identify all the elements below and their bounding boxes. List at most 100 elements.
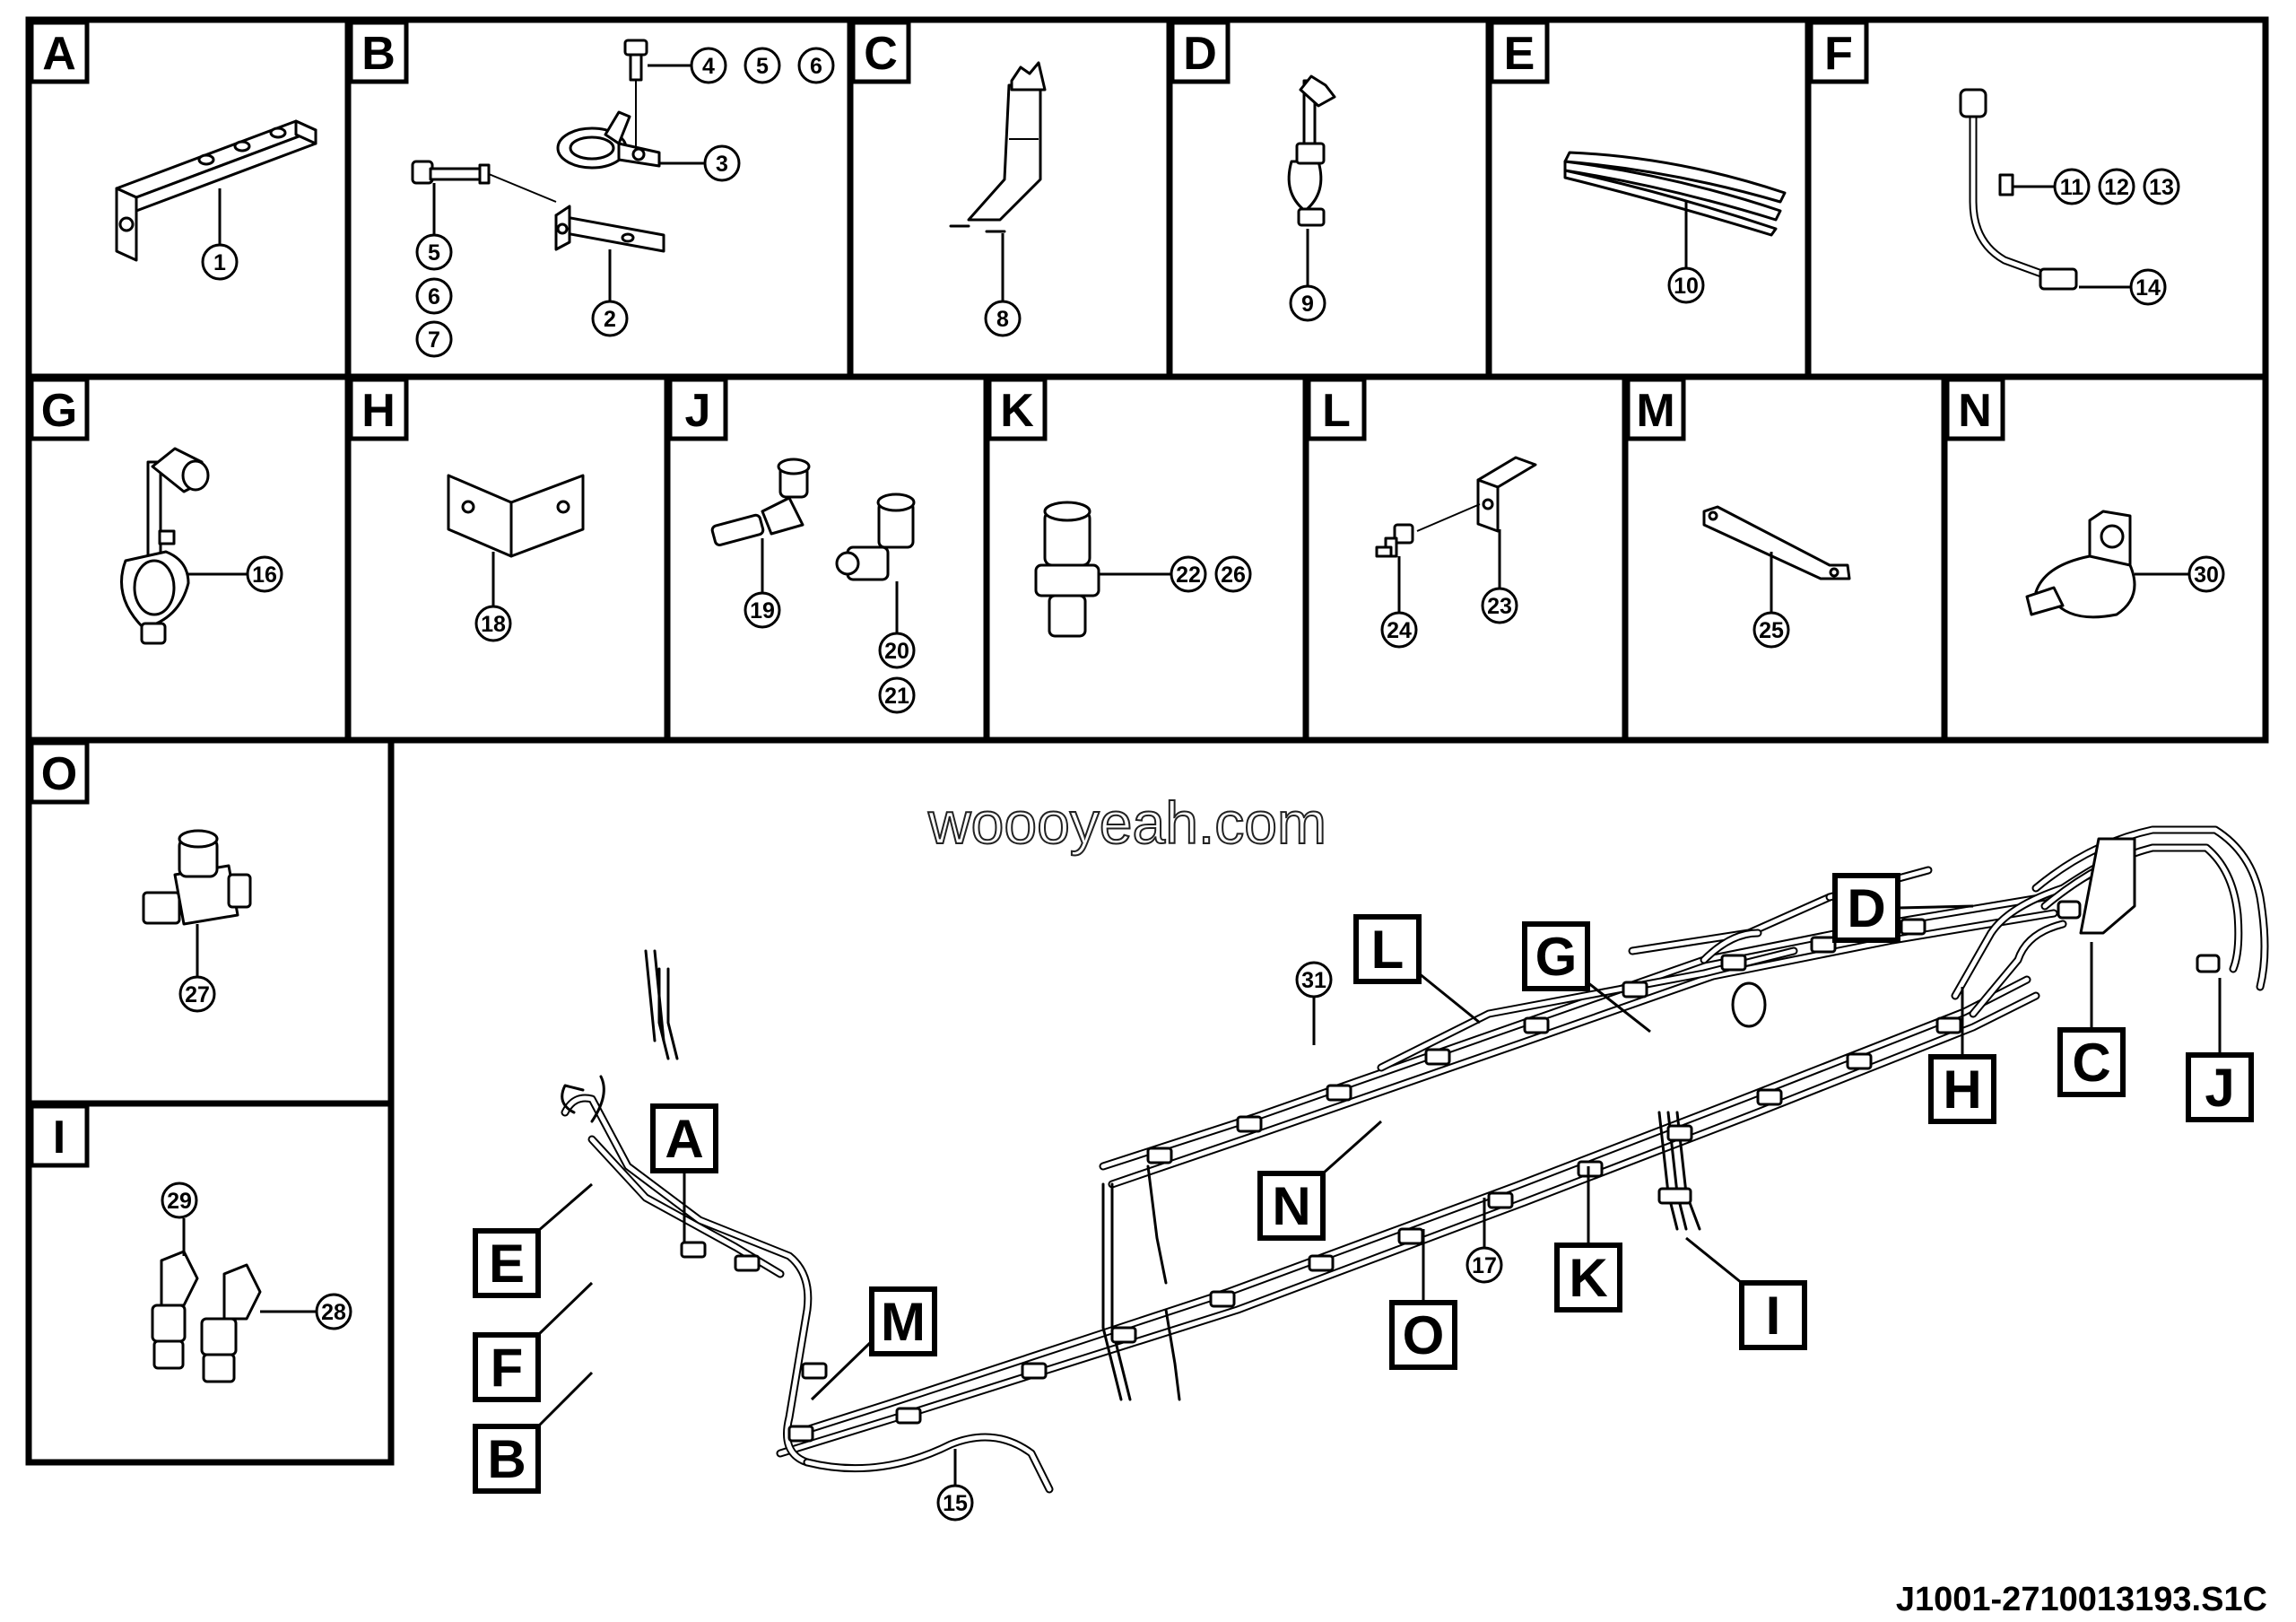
panel-k-parts: 22 26 (1034, 501, 1252, 638)
callout-26: 26 (1214, 555, 1252, 593)
callout-27: 27 (178, 975, 216, 1013)
callout-number: 29 (167, 1189, 192, 1214)
callout-number: 30 (2194, 562, 2219, 588)
callout-number: 16 (252, 562, 277, 588)
callout-15: 15 (936, 1484, 974, 1522)
bracket-part-18 (447, 474, 585, 558)
panel-tag-label: J (685, 385, 711, 437)
panel-tag-n: N (1944, 377, 2005, 441)
callout-number: 1 (213, 250, 226, 275)
panel-tag-label: O (41, 748, 77, 800)
callout-number: 28 (321, 1300, 346, 1325)
callout-25: 25 (1752, 611, 1790, 649)
callout-number: 19 (750, 598, 775, 624)
callout-1: 1 (201, 243, 239, 281)
callout-12: 12 (2098, 168, 2135, 205)
callout-number: 26 (1221, 562, 1246, 588)
assembly-tag-label: K (1569, 1248, 1607, 1308)
grommet-part-10 (1563, 151, 1787, 237)
elbow-part-29 (151, 1250, 199, 1370)
callout-number: 15 (943, 1491, 968, 1516)
assembly-tag-label: I (1766, 1286, 1781, 1346)
callout-24: 24 (1380, 611, 1418, 649)
callout-3: 3 (703, 144, 741, 182)
assembly-tag-i: I (1685, 1236, 1807, 1350)
hose-part-11 (1959, 88, 2078, 291)
callout-28: 28 (315, 1293, 352, 1330)
callout-30: 30 (2187, 555, 2225, 593)
bracket-part-23 (1416, 456, 1537, 533)
panel-frames (25, 16, 2269, 1466)
assembly-tag-e: E (473, 1182, 593, 1298)
callout-number: 6 (810, 54, 822, 79)
connector-part-22 (1034, 501, 1100, 638)
front-upper-drops (561, 949, 665, 1114)
elbow-part-19 (710, 458, 811, 546)
callout-number: 22 (1176, 562, 1201, 588)
watermark-text: woooyeah.com (927, 789, 1326, 856)
bracket-part-1 (115, 119, 317, 262)
callout-5: 5 (744, 47, 781, 84)
assembly-tag-label: J (2205, 1058, 2234, 1118)
panel-tag-b: B (348, 20, 409, 84)
panel-e-parts: 10 (1563, 151, 1787, 304)
panel-tag-label: M (1636, 385, 1674, 437)
strap-part-25 (1702, 505, 1851, 580)
callout-16: 16 (246, 555, 283, 593)
callout-13: 13 (2143, 168, 2180, 205)
callout-14: 14 (2129, 268, 2167, 306)
bolt-part-5 (411, 160, 557, 203)
callout-number: 5 (756, 54, 769, 79)
assembly-tag-c: C (2057, 942, 2126, 1097)
assembly-tag-label: H (1943, 1060, 1981, 1120)
assembly-tag-label: C (2072, 1033, 2110, 1093)
callout-number: 17 (1472, 1253, 1497, 1278)
panel-n-parts: 30 (2025, 510, 2225, 619)
callout-2: 2 (591, 300, 629, 337)
bolt-part-24 (1375, 523, 1414, 558)
callout-number: 23 (1487, 594, 1512, 619)
callout-number: 10 (1674, 274, 1699, 299)
callout-29: 29 (161, 1182, 198, 1219)
panel-tag-label: D (1183, 28, 1217, 80)
callout-11: 11 (2053, 168, 2091, 205)
callout-number: 24 (1387, 618, 1412, 643)
panel-tag-label: F (1824, 28, 1853, 80)
panel-tag-label: G (41, 385, 77, 437)
panel-tag-label: I (53, 1112, 65, 1164)
clamp-part-9 (1287, 74, 1336, 227)
callout-number: 8 (996, 307, 1009, 332)
callout-number: 27 (185, 982, 210, 1007)
callout-number: 20 (884, 639, 909, 664)
assembly-tag-f: F (473, 1281, 594, 1402)
assembly-tag-l: L (1353, 914, 1481, 1025)
callout-number: 21 (884, 684, 909, 709)
panel-tag-g: G (29, 377, 90, 441)
panel-m-parts: 25 (1702, 505, 1851, 649)
panel-j-parts: 19 20 21 (710, 458, 916, 714)
assembly-tag-a: A (650, 1103, 718, 1243)
assembly-tag-g: G (1522, 921, 1651, 1033)
callout-17: 17 (1465, 1246, 1503, 1284)
callout-7: 7 (415, 320, 453, 358)
panel-tag-a: A (29, 20, 90, 84)
front-loop (561, 967, 813, 1467)
callout-number: 5 (428, 240, 440, 266)
callout-20: 20 (878, 632, 916, 669)
assembly-tag-label: B (487, 1429, 526, 1489)
assembly-tag-label: N (1272, 1176, 1310, 1236)
callout-number: 2 (604, 307, 616, 332)
panel-c-parts: 8 (949, 61, 1047, 337)
assembly-tag-label: L (1371, 920, 1405, 980)
assembly-tag-n: N (1257, 1120, 1382, 1241)
bracket-part-8 (949, 61, 1047, 233)
right-loops (1951, 825, 2269, 1018)
assembly-tag-label: E (489, 1234, 525, 1294)
panel-tag-d: D (1170, 20, 1231, 84)
panel-tag-h: H (348, 377, 409, 441)
panel-tags: A B C D E F G H J K L M N O I (29, 20, 2005, 1168)
callout-10: 10 (1667, 266, 1705, 304)
assembly-tag-label: G (1535, 927, 1578, 987)
bracket-part-2 (554, 205, 665, 253)
